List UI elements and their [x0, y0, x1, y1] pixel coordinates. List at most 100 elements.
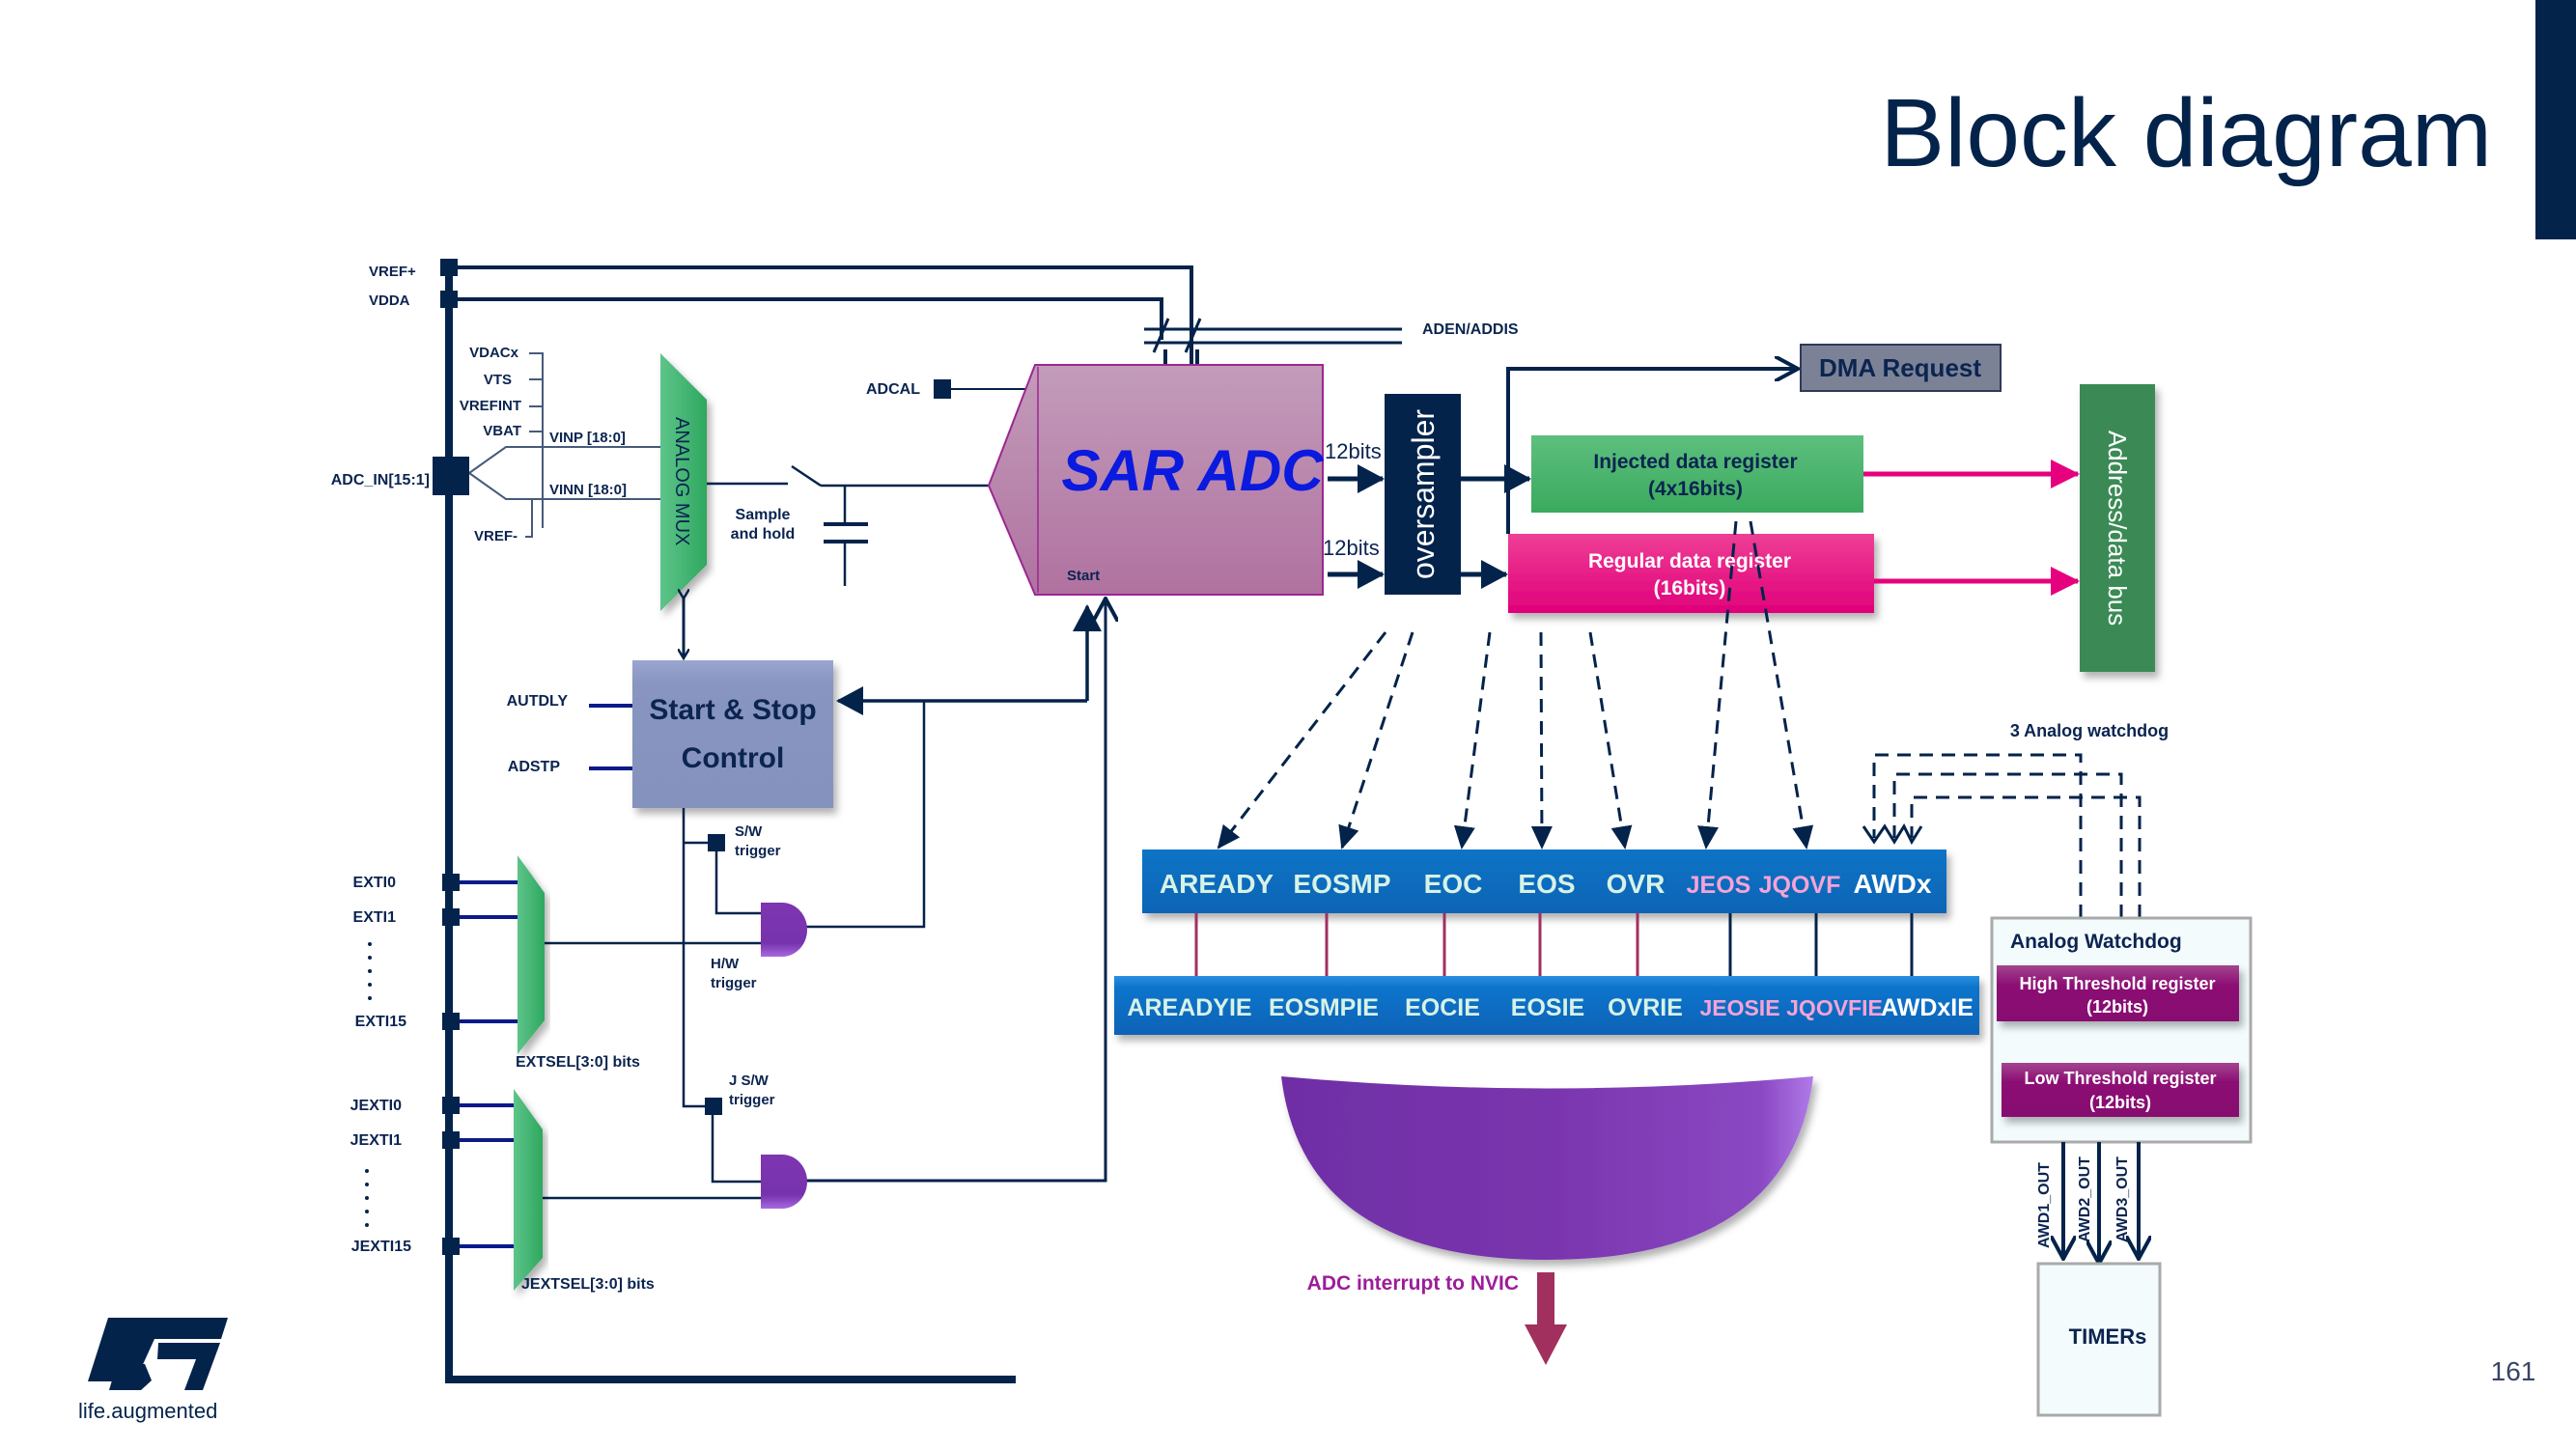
interrupt-enable-eosmpie: EOSMPIE	[1269, 994, 1379, 1021]
adc-in-pin	[433, 457, 469, 495]
high-threshold-label-line1: High Threshold register	[2019, 974, 2215, 993]
address-bus-label: Address/data bus	[2103, 431, 2132, 626]
high-threshold-register	[1997, 965, 2239, 1021]
status-flag-awdx: AWDx	[1854, 869, 1932, 899]
low-threshold-label-line1: Low Threshold register	[2024, 1069, 2216, 1088]
internal-channel-lines	[468, 352, 660, 538]
bits-label-top: 12bits	[1325, 439, 1382, 463]
oversampler-outputs	[1461, 369, 1796, 589]
status-flag-eoc: EOC	[1424, 869, 1483, 899]
awd3-out-label: AWD3_OUT	[2114, 1156, 2131, 1242]
sar-adc-block	[987, 364, 1324, 596]
analog-mux	[660, 353, 707, 611]
awd1-out-label: AWD1_OUT	[2036, 1162, 2053, 1248]
vref-plus-label: VREF+	[369, 264, 416, 280]
title-accent-bar	[2535, 0, 2576, 239]
ellipsis-dots	[365, 942, 372, 1227]
exti0-label: EXTI0	[353, 875, 397, 891]
status-flags: AREADY EOSMP EOC EOS OVR JEOS JQOVF AWDx	[1160, 869, 1932, 899]
jexti1-label: JEXTI1	[350, 1132, 402, 1149]
jexti15-label: JEXTI15	[351, 1239, 411, 1255]
regular-reg-label-line1: Regular data register	[1588, 550, 1791, 572]
sar-adc-label: SAR ADC	[1061, 438, 1325, 503]
regular-reg-label-line2: (16bits)	[1654, 577, 1726, 599]
extsel-mux	[518, 855, 545, 1054]
watchdog-arrowheads	[1862, 822, 1923, 846]
interrupt-enable-awdxie: AWDxIE	[1881, 994, 1974, 1021]
high-threshold-label-line2: (12bits)	[2086, 997, 2148, 1017]
interrupt-enable-register	[1114, 976, 1979, 1035]
awd-output-arrows	[2063, 1142, 2139, 1262]
analog-watchdog-title: Analog Watchdog	[2010, 931, 2182, 953]
exti1-label: EXTI1	[353, 909, 397, 926]
jsw-trigger-pin	[705, 1098, 722, 1115]
start-stop-label-line1: Start & Stop	[649, 694, 816, 726]
channel-vts: VTS	[484, 372, 512, 388]
vref-minus-label: VREF-	[474, 528, 518, 544]
status-flag-jqovf: JQOVF	[1759, 872, 1841, 899]
logo-tagline: life.augmented	[78, 1399, 217, 1423]
injected-reg-label-line1: Injected data register	[1593, 451, 1797, 473]
interrupt-enable-jeosie: JEOSIE	[1699, 995, 1779, 1020]
injected-data-register	[1531, 435, 1863, 513]
low-threshold-register	[2002, 1063, 2239, 1117]
status-flag-jeos: JEOS	[1687, 872, 1751, 899]
interrupt-enable-eosie: EOSIE	[1511, 994, 1584, 1021]
sw-trigger-label-line1: S/W	[735, 823, 763, 840]
sample-hold-circuit	[707, 464, 989, 586]
page-number: 161	[2491, 1356, 2536, 1386]
vdda-pin	[440, 291, 458, 308]
sw-trigger-label-line2: trigger	[735, 843, 781, 859]
interrupt-or-gate	[1281, 1076, 1813, 1260]
jextsel-label: JEXTSEL[3:0] bits	[521, 1276, 655, 1293]
autdly-label: AUTDLY	[507, 693, 569, 710]
exti-pins	[442, 874, 460, 1255]
status-flag-eosmp: EOSMP	[1293, 869, 1390, 899]
status-flag-aready: AREADY	[1160, 869, 1274, 899]
interrupt-label: ADC interrupt to NVIC	[1307, 1272, 1519, 1295]
interrupt-arrow	[1525, 1272, 1567, 1365]
bits-label-bottom: 12bits	[1323, 536, 1380, 560]
interrupt-enable-jqovfie: JQOVFIE	[1786, 995, 1883, 1020]
exti-lines	[453, 880, 518, 1248]
regular-trigger-and-gate	[761, 903, 807, 957]
channel-vrefint: VREFINT	[460, 398, 521, 414]
hw-trigger-label-line2: trigger	[711, 975, 757, 991]
jsw-trigger-label-line1: J S/W	[729, 1073, 770, 1089]
channel-vdacx: VDACx	[469, 345, 519, 361]
interrupt-enable-ovrie: OVRIE	[1608, 994, 1683, 1021]
adcal-label: ADCAL	[866, 381, 920, 398]
vdda-label: VDDA	[369, 293, 410, 309]
injected-reg-label-line2: (4x16bits)	[1648, 478, 1743, 500]
start-stop-control	[632, 660, 833, 808]
regular-data-register	[1508, 534, 1874, 613]
analog-mux-label: ANALOG MUX	[671, 417, 692, 545]
dma-request-block	[1800, 344, 2002, 392]
vinp-label: VINP [18:0]	[549, 430, 626, 446]
sar-start-label: Start	[1067, 568, 1100, 584]
adc-in-label: ADC_IN[15:1]	[331, 472, 430, 488]
address-data-bus	[2080, 384, 2155, 672]
status-flag-ovr: OVR	[1607, 869, 1666, 899]
timers-block	[2036, 1262, 2162, 1417]
channel-vbat: VBAT	[483, 423, 521, 439]
start-stop-label-line2: Control	[682, 742, 785, 774]
sw-trigger-pin	[708, 834, 725, 851]
sample-hold-label-line2: and hold	[731, 526, 796, 543]
st-logo-icon	[88, 1318, 228, 1390]
supply-rails	[449, 265, 1402, 365]
exti15-label: EXTI15	[355, 1014, 406, 1030]
adstp-label: ADSTP	[508, 759, 561, 775]
flag-dashed-arrows	[1217, 520, 1814, 850]
oversampler-block	[1385, 394, 1461, 595]
injected-trigger-and-gate	[761, 1155, 807, 1209]
oversampler-label: oversampler	[1406, 409, 1441, 579]
st-logo: life.augmented	[78, 1318, 228, 1423]
status-flag-eos: EOS	[1518, 869, 1575, 899]
dma-request-label: DMA Request	[1819, 353, 1981, 382]
jsw-trigger-label-line2: trigger	[729, 1092, 775, 1108]
interrupt-enable-eocie: EOCIE	[1405, 994, 1480, 1021]
jextsel-mux	[514, 1089, 543, 1291]
status-register	[1142, 850, 1946, 913]
